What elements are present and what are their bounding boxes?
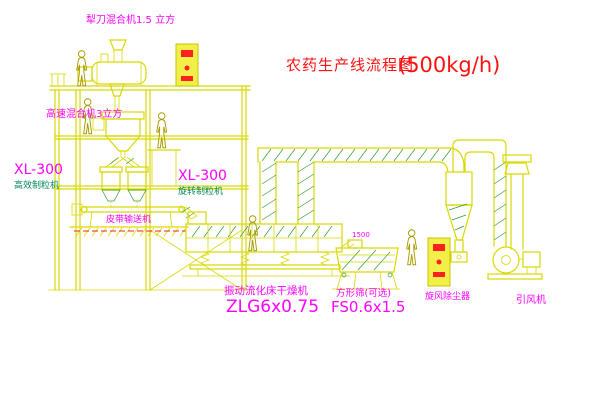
label-sieve-model: FS0.6x1.5: [331, 298, 405, 316]
label-fan: 引风机: [516, 293, 546, 306]
spring: [239, 251, 251, 266]
worker-figure: [156, 112, 168, 149]
spring: [199, 251, 211, 266]
label-granulator-mid-model: XL-300: [178, 168, 227, 184]
exhaust-duct: [257, 147, 465, 225]
worker-figure: [247, 215, 259, 252]
belt-conveyor: [71, 203, 198, 228]
exhaust-stack: [502, 154, 532, 250]
label-top-mixer: 犁刀混合机1.5 立方: [86, 13, 175, 26]
high-speed-mixer: [92, 111, 145, 168]
label-belt-conveyor: 皮带输送机: [106, 213, 151, 225]
square-sieve: [332, 239, 400, 290]
label-granulator-left-name: 高效制粒机: [14, 179, 59, 191]
label-granulator-mid-name: 旋转制粒机: [178, 185, 223, 197]
label-granulator-left-model: XL-300: [14, 162, 63, 178]
cabinet-indicator-light: [436, 259, 442, 265]
spring: [279, 251, 291, 266]
rotary-valve: [450, 251, 468, 263]
cabinet-display: [181, 50, 193, 57]
label-sieve-dimension: 1500: [352, 231, 370, 239]
label-dust-collector: 旋风除尘器: [425, 290, 470, 302]
label-dryer-model: ZLG6x0.75: [226, 297, 319, 317]
diagram-title-capacity: (500kg/h): [398, 53, 500, 77]
rain-cap: [502, 154, 532, 163]
spring: [319, 251, 331, 266]
label-high-speed-mixer: 高速混合机3立方: [46, 107, 122, 120]
fluid-bed-dryer: [182, 211, 350, 277]
control-cabinet-2: [427, 237, 451, 287]
dryer-inlet-hood: [187, 211, 207, 225]
granulator-left: [99, 166, 123, 207]
cabinet-display: [433, 244, 445, 251]
granulator-right: [125, 166, 149, 207]
label-sieve-name: 方形筛(可选): [336, 287, 391, 299]
ribbon-mixer: [77, 39, 147, 112]
cyclone-separator: [445, 139, 507, 263]
label-dryer-name: 振动流化床干燥机: [224, 284, 308, 297]
cabinet-indicator-light: [184, 65, 190, 71]
worker-figure: [406, 229, 418, 266]
fan-motor: [522, 251, 541, 268]
diagram-title: 农药生产线流程图: [286, 56, 414, 74]
induced-draft-fan: [487, 246, 543, 280]
control-cabinet-1: [175, 43, 199, 87]
